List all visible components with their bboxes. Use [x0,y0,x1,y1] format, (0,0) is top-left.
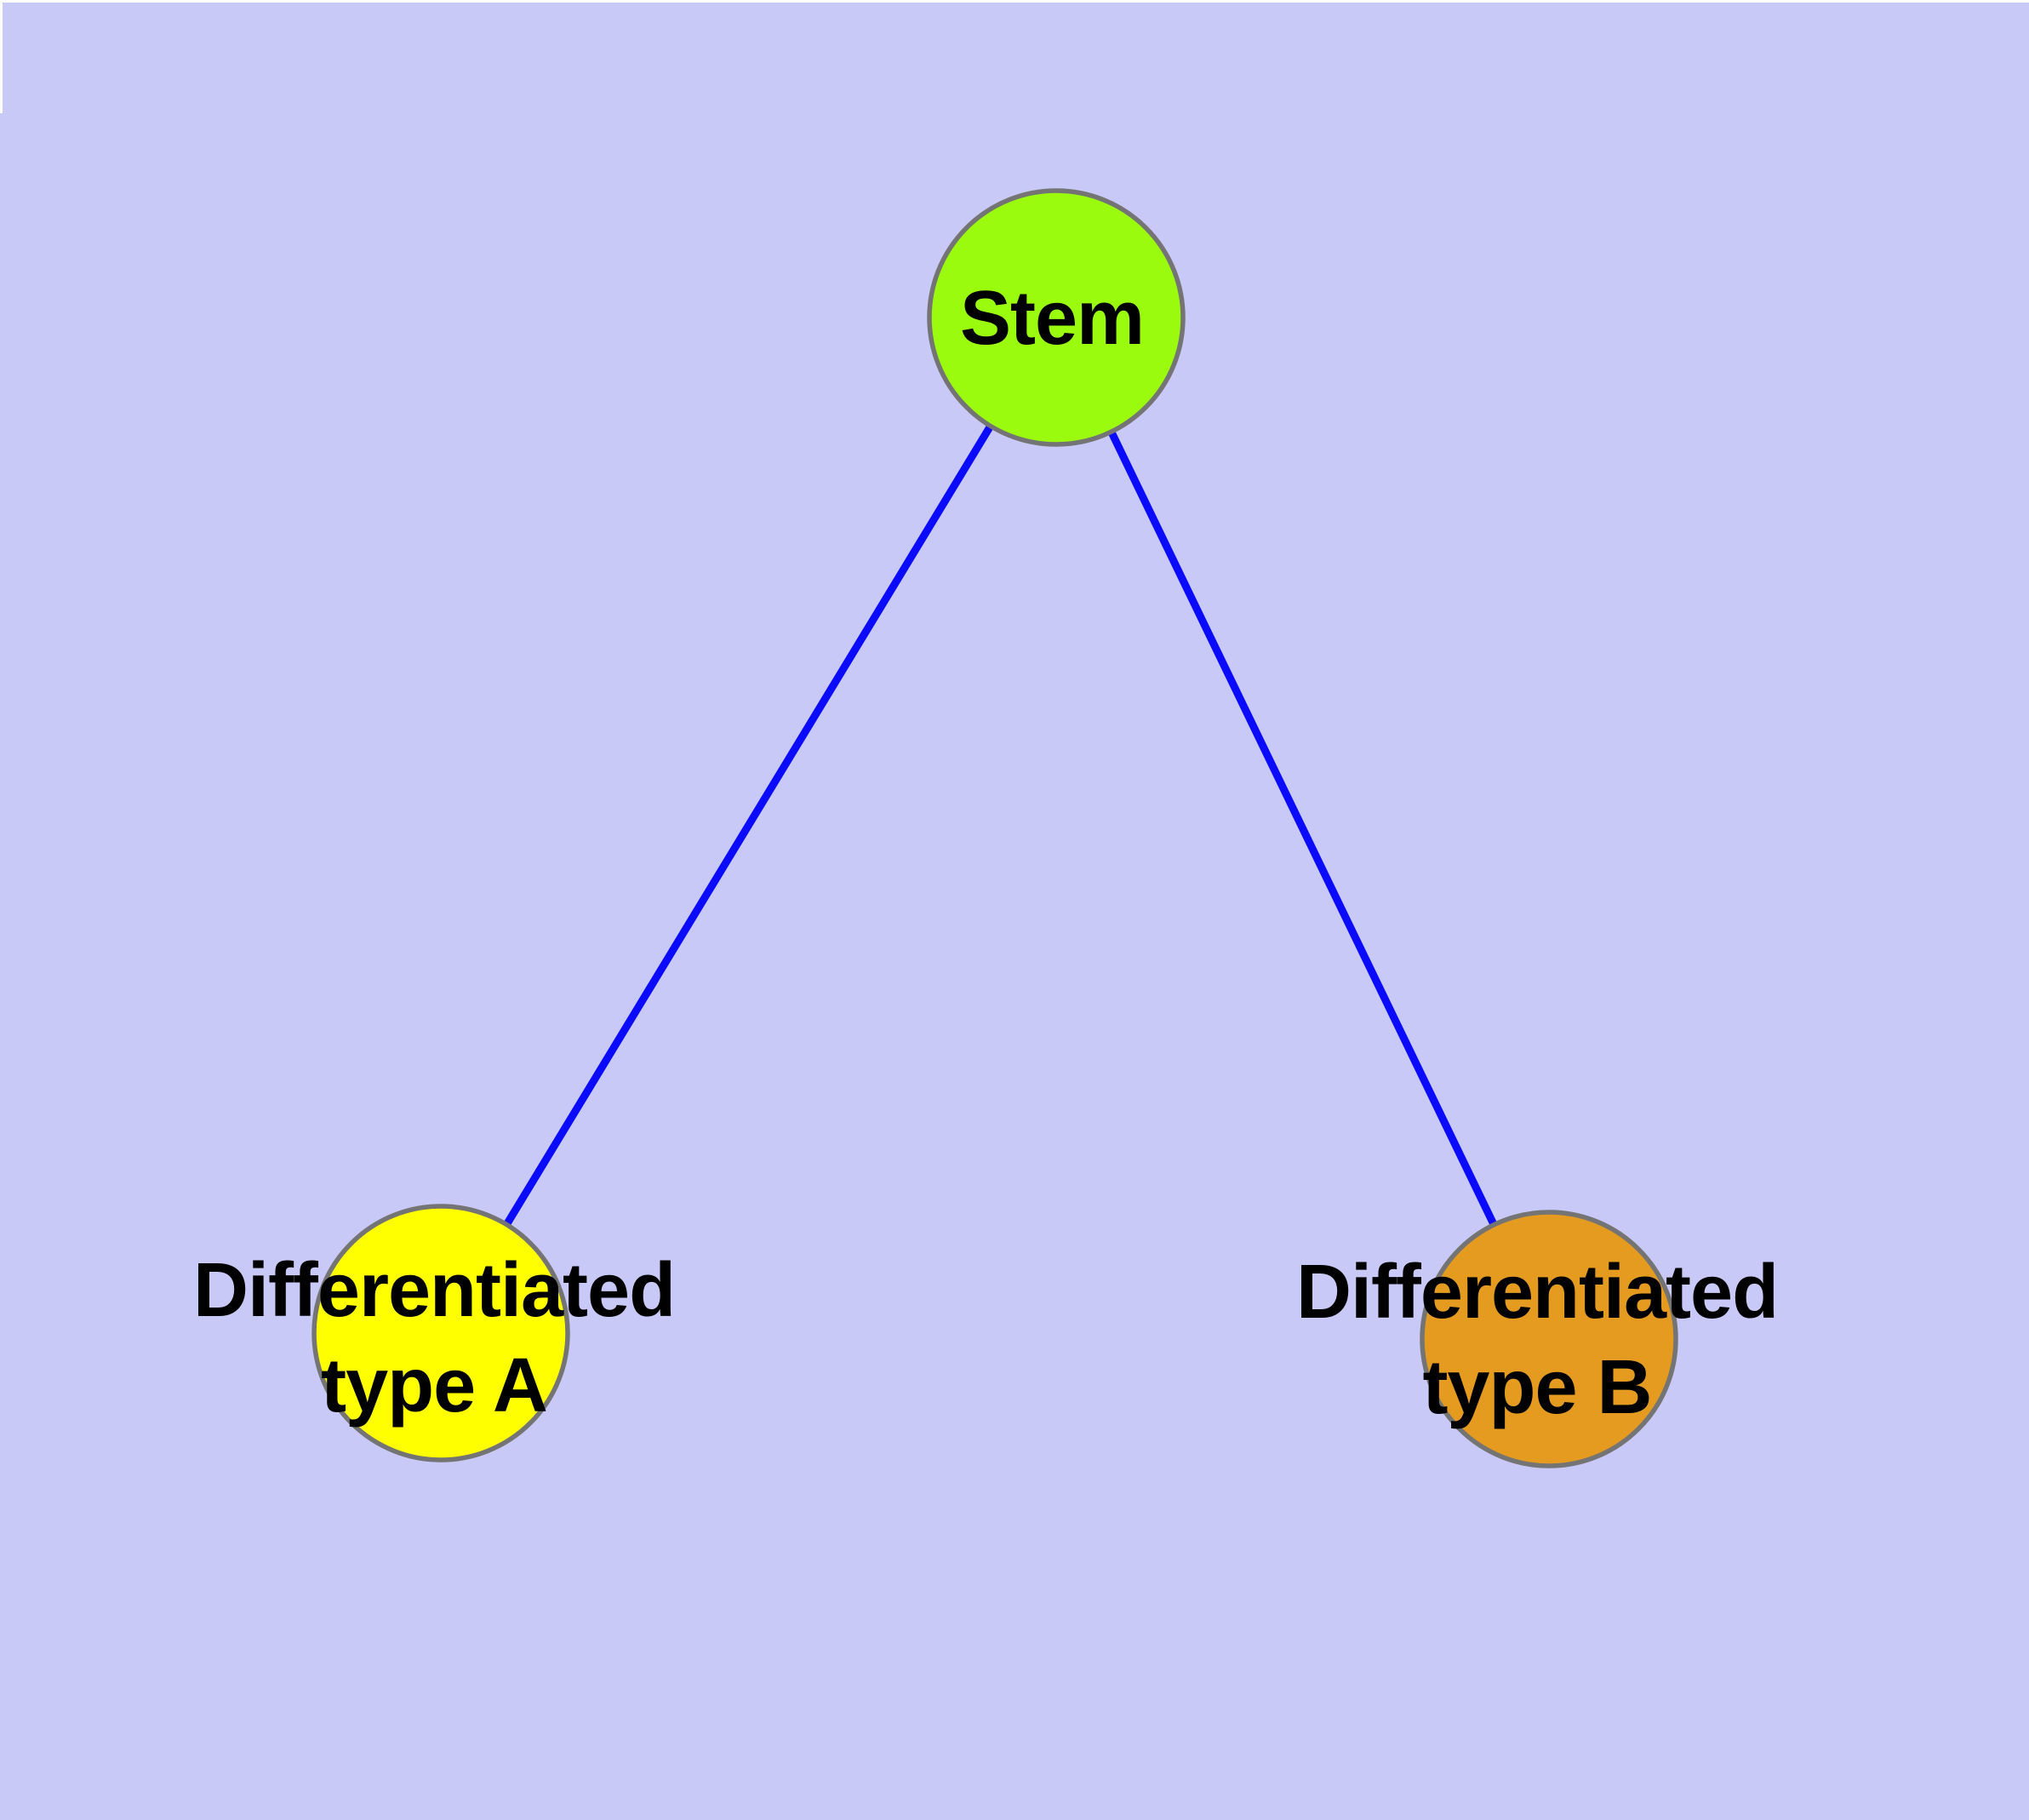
node-type-b [1420,1210,1678,1468]
node-type-a [311,1204,570,1462]
page-margin [0,3,3,113]
node-label-type-a: Differentiated type A [192,1248,676,1428]
node-label-stem: Stem [959,276,1145,361]
edge-stem-to-type-a [437,315,1060,1336]
node-stem [927,188,1186,447]
edge-stem-to-type-b [1052,316,1553,1341]
node-label-type-b: Differentiated type B [1295,1250,1779,1430]
